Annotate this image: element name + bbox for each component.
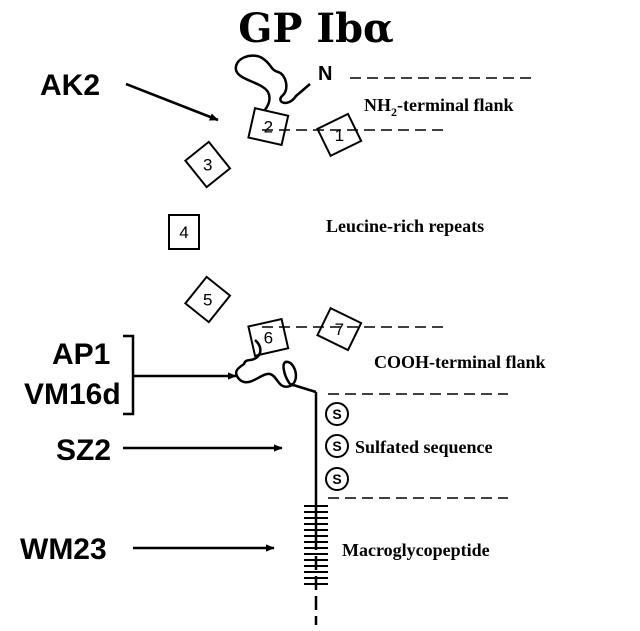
- antibody-ap1-label: AP1: [52, 338, 110, 371]
- svg-text:S: S: [332, 471, 341, 487]
- repeat-number: 4: [179, 223, 188, 242]
- antibody-sz2-label: SZ2: [56, 434, 111, 467]
- diagram-title: GP Ibα: [238, 5, 394, 52]
- repeat-box-6: 6: [247, 317, 290, 357]
- n-terminus-label: N: [318, 63, 332, 85]
- repeat-box-3: 3: [183, 140, 232, 189]
- cooh-terminal-loop: [234, 339, 317, 394]
- leucine-rich-repeats: 1 2 3 4 5 6 7: [168, 107, 363, 357]
- repeat-box-5: 5: [183, 275, 232, 324]
- svg-text:S: S: [332, 438, 341, 454]
- repeat-number: 3: [203, 156, 212, 175]
- repeat-box-2: 2: [247, 107, 290, 147]
- cooh-terminal-flank-label: COOH-terminal flank: [374, 352, 546, 372]
- repeat-number: 5: [203, 291, 212, 310]
- macroglycopeptide-label: Macroglycopeptide: [342, 540, 490, 560]
- leucine-rich-repeats-label: Leucine-rich repeats: [326, 216, 484, 236]
- repeat-number: 2: [264, 118, 273, 137]
- nh2-terminal-flank-label: NH2-terminal flank: [364, 95, 514, 119]
- sulfate-site-2: S: [325, 434, 349, 458]
- repeat-box-4: 4: [168, 214, 200, 250]
- repeat-number: 1: [335, 126, 344, 145]
- ap1-vm16d-bracket: [123, 334, 135, 416]
- glycosylation-ticks: [304, 505, 328, 585]
- repeat-number: 6: [264, 328, 273, 347]
- ak2-arrow: [125, 82, 219, 122]
- antibody-wm23-label: WM23: [20, 533, 107, 566]
- n-terminal-loop: [234, 54, 311, 119]
- sulfated-sequence-label: Sulfated sequence: [355, 437, 493, 457]
- repeat-number: 7: [335, 320, 344, 339]
- repeat-box-7: 7: [316, 306, 363, 352]
- antibody-vm16d-label: VM16d: [24, 378, 121, 411]
- svg-text:S: S: [332, 406, 341, 422]
- sulfate-site-1: S: [325, 402, 349, 426]
- antibody-ak2-label: AK2: [40, 69, 100, 102]
- sulfate-site-3: S: [325, 467, 349, 491]
- repeat-box-1: 1: [316, 112, 363, 158]
